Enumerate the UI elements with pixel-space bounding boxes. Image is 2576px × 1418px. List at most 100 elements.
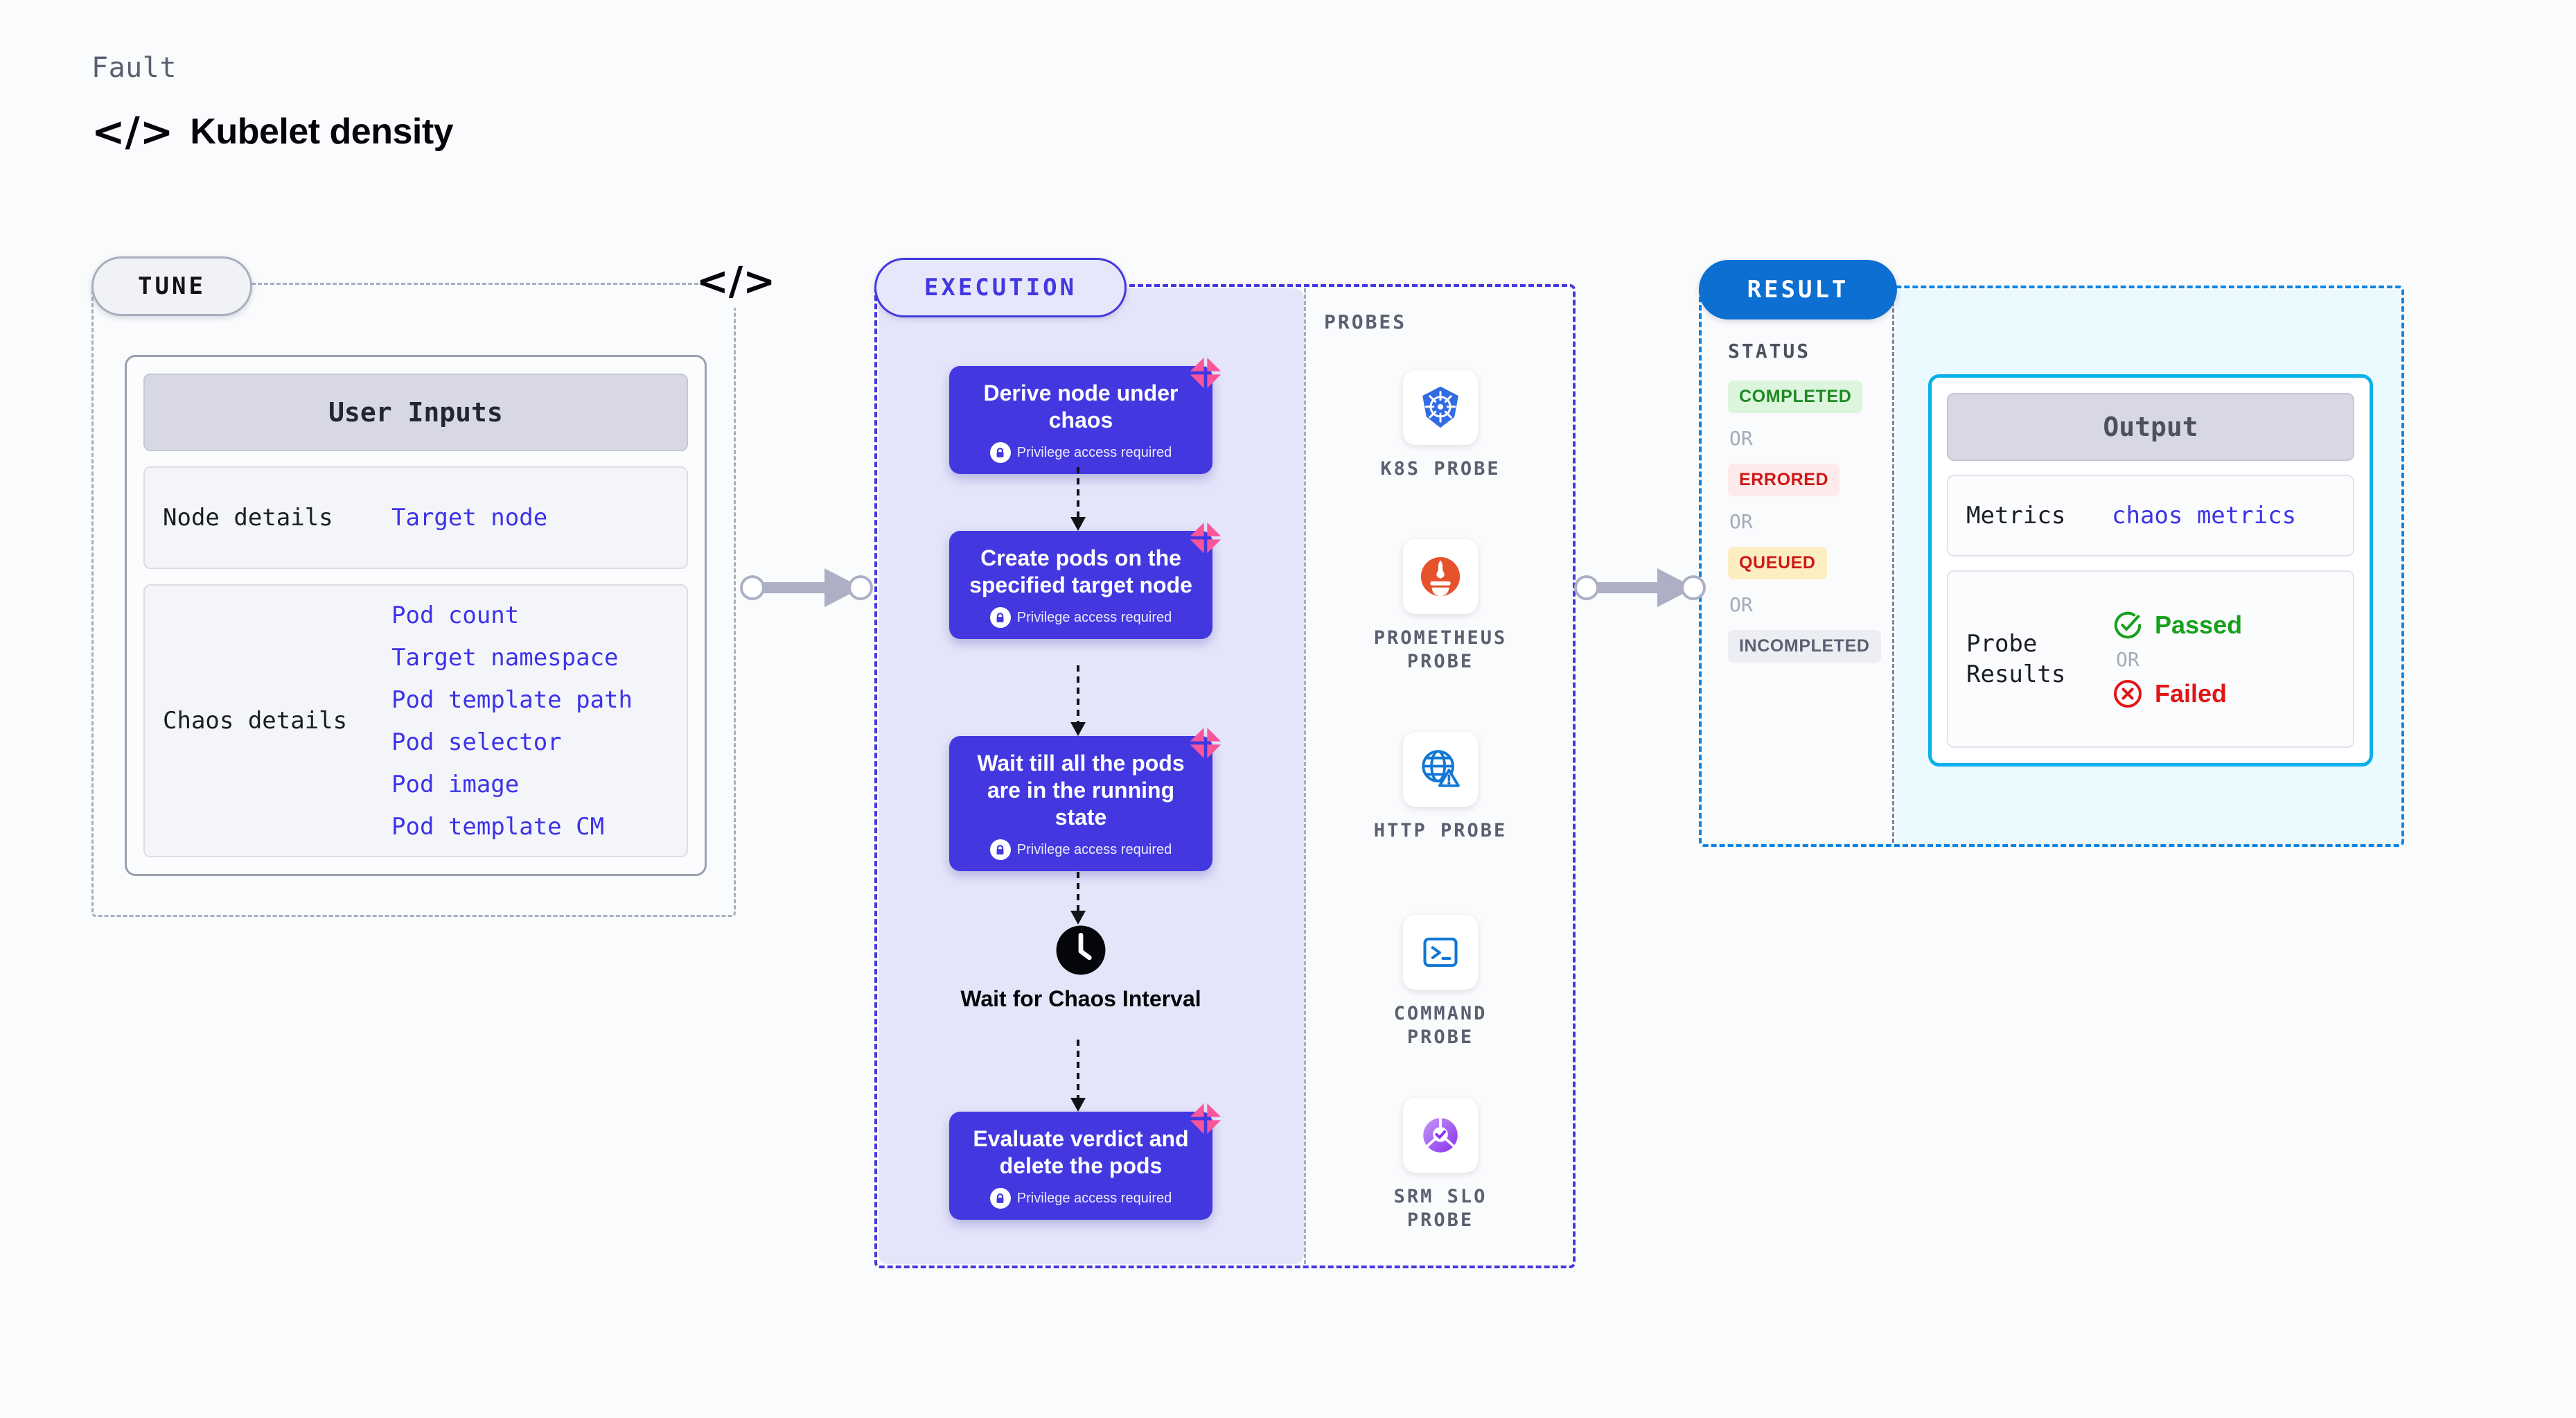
privilege-badge: Privilege access required xyxy=(989,442,1172,464)
litmus-ribbon-icon xyxy=(1190,727,1221,759)
privilege-badge: Privilege access required xyxy=(989,607,1172,629)
status-or: OR xyxy=(1729,593,1753,616)
status-or: OR xyxy=(1729,510,1753,533)
litmus-ribbon-icon xyxy=(1190,1103,1221,1135)
execution-step-card[interactable]: Create pods on the specified target node… xyxy=(949,522,1221,640)
connector-arrow xyxy=(1070,517,1086,531)
output-metrics-value[interactable]: chaos metrics xyxy=(2112,502,2297,529)
step-connector xyxy=(1070,467,1086,531)
kubernetes-icon xyxy=(1403,370,1478,445)
tune-panel xyxy=(91,283,736,917)
probe-k8s[interactable]: K8S PROBE xyxy=(1306,370,1575,481)
output-row-probe-results: Probe Results Passed OR Failed xyxy=(1947,570,2354,748)
wait-node-label: Wait for Chaos Interval xyxy=(960,986,1201,1011)
tune-value[interactable]: Pod count xyxy=(391,601,520,629)
probe-verdicts: Passed OR Failed xyxy=(2112,609,2242,710)
status-badge-completed: COMPLETED xyxy=(1728,380,1863,413)
tune-value[interactable]: Pod template path xyxy=(391,685,633,714)
execution-step-card[interactable]: Wait till all the pods are in the runnin… xyxy=(949,727,1221,872)
step-connector xyxy=(1070,872,1086,925)
probe-command[interactable]: COMMAND PROBE xyxy=(1306,915,1575,1049)
tune-row-label: Chaos details xyxy=(163,707,348,735)
step-title: Derive node under chaos xyxy=(983,380,1179,433)
step-connector xyxy=(1070,1040,1086,1112)
result-status-column: STATUS COMPLETED OR ERRORED OR QUEUED OR… xyxy=(1703,290,1894,843)
execution-step-card[interactable]: Evaluate verdict and delete the pods Pri… xyxy=(949,1103,1221,1220)
connector-dots xyxy=(1077,665,1079,724)
page-eyebrow: Fault xyxy=(91,52,177,84)
privilege-text: Privilege access required xyxy=(1016,841,1172,857)
status-badge-incompleted: INCOMPLETED xyxy=(1728,630,1881,663)
execution-panel xyxy=(874,284,1576,1268)
connector-arrow xyxy=(1070,722,1086,736)
page-title: Kubelet density xyxy=(190,112,454,152)
output-probe-results-label: Probe Results xyxy=(1966,629,2066,688)
connector-execution-to-result xyxy=(1574,568,1706,607)
output-metrics-label: Metrics xyxy=(1966,501,2066,529)
wait-for-chaos-interval-node: Wait for Chaos Interval xyxy=(949,925,1212,1013)
tune-value[interactable]: Target node xyxy=(391,504,548,532)
user-inputs-title: User Inputs xyxy=(143,374,688,451)
status-badge-queued: QUEUED xyxy=(1728,547,1827,579)
execution-pill: EXECUTION xyxy=(874,258,1127,317)
tune-value[interactable]: Target namespace xyxy=(391,643,619,672)
probe-srm-slo[interactable]: SRM SLO PROBE xyxy=(1306,1098,1575,1232)
connector-dots xyxy=(1077,467,1079,518)
tune-value[interactable]: Pod image xyxy=(391,770,520,798)
step-title: Wait till all the pods are in the runnin… xyxy=(977,751,1185,830)
tune-row-node-details: Node details Target node xyxy=(143,466,688,569)
connector-end-dot xyxy=(1681,575,1706,600)
step-title: Create pods on the specified target node xyxy=(969,545,1192,598)
probe-label: COMMAND PROBE xyxy=(1393,1003,1488,1048)
privilege-text: Privilege access required xyxy=(1016,609,1172,625)
lock-icon xyxy=(989,839,1011,861)
tune-row-label: Node details xyxy=(163,504,333,532)
srm-slo-icon xyxy=(1403,1098,1478,1173)
tune-code-icon: </> xyxy=(696,255,775,308)
probes-title: PROBES xyxy=(1324,310,1407,333)
connector-start-dot xyxy=(740,575,765,600)
litmus-ribbon-icon xyxy=(1190,357,1221,389)
privilege-text: Privilege access required xyxy=(1016,1190,1172,1206)
probe-http[interactable]: HTTP PROBE xyxy=(1306,732,1575,843)
user-inputs-card: User Inputs Node details Target node Cha… xyxy=(125,355,707,876)
privilege-badge: Privilege access required xyxy=(989,839,1172,861)
status-badge-errored: ERRORED xyxy=(1728,464,1840,496)
connector-arrow xyxy=(1070,1098,1086,1112)
connector-dots xyxy=(1077,1040,1079,1099)
terminal-icon xyxy=(1403,915,1478,990)
tune-row-values: Target node xyxy=(391,504,547,532)
connector-tune-to-execution xyxy=(740,568,873,607)
probe-prometheus[interactable]: PROMETHEUS PROBE xyxy=(1306,539,1575,674)
privilege-text: Privilege access required xyxy=(1016,444,1172,460)
step-connector xyxy=(1070,665,1086,736)
globe-warning-icon xyxy=(1403,732,1478,807)
tune-value[interactable]: Pod selector xyxy=(391,728,562,756)
verdict-passed: Passed xyxy=(2112,609,2242,641)
verdict-or: OR xyxy=(2116,647,2140,671)
probes-column: PROBES xyxy=(1304,288,1573,1264)
status-title: STATUS xyxy=(1728,340,1811,362)
output-card: Output Metrics chaos metrics Probe Resul… xyxy=(1928,374,2373,767)
result-panel xyxy=(1699,286,2404,847)
output-title: Output xyxy=(1947,393,2354,461)
x-circle-icon xyxy=(2113,679,2142,708)
lock-icon xyxy=(989,442,1011,464)
connector-arrow xyxy=(1070,911,1086,925)
privilege-badge: Privilege access required xyxy=(989,1188,1172,1209)
check-circle-icon xyxy=(2114,611,2142,638)
lock-icon xyxy=(989,1188,1011,1209)
status-or: OR xyxy=(1729,427,1753,450)
tune-row-values: Pod count Target namespace Pod template … xyxy=(391,602,633,841)
clock-icon xyxy=(1056,925,1106,975)
tune-row-chaos-details: Chaos details Pod count Target namespace… xyxy=(143,584,688,857)
verdict-label: Failed xyxy=(2155,679,2227,708)
output-row-metrics: Metrics chaos metrics xyxy=(1947,475,2354,557)
step-title: Evaluate verdict and delete the pods xyxy=(973,1126,1189,1179)
verdict-failed: Failed xyxy=(2112,678,2242,710)
probe-label: PROMETHEUS PROBE xyxy=(1373,627,1508,672)
litmus-ribbon-icon xyxy=(1190,522,1221,554)
execution-step-card[interactable]: Derive node under chaos Privilege access… xyxy=(949,357,1221,475)
tune-value[interactable]: Pod template CM xyxy=(391,812,605,841)
